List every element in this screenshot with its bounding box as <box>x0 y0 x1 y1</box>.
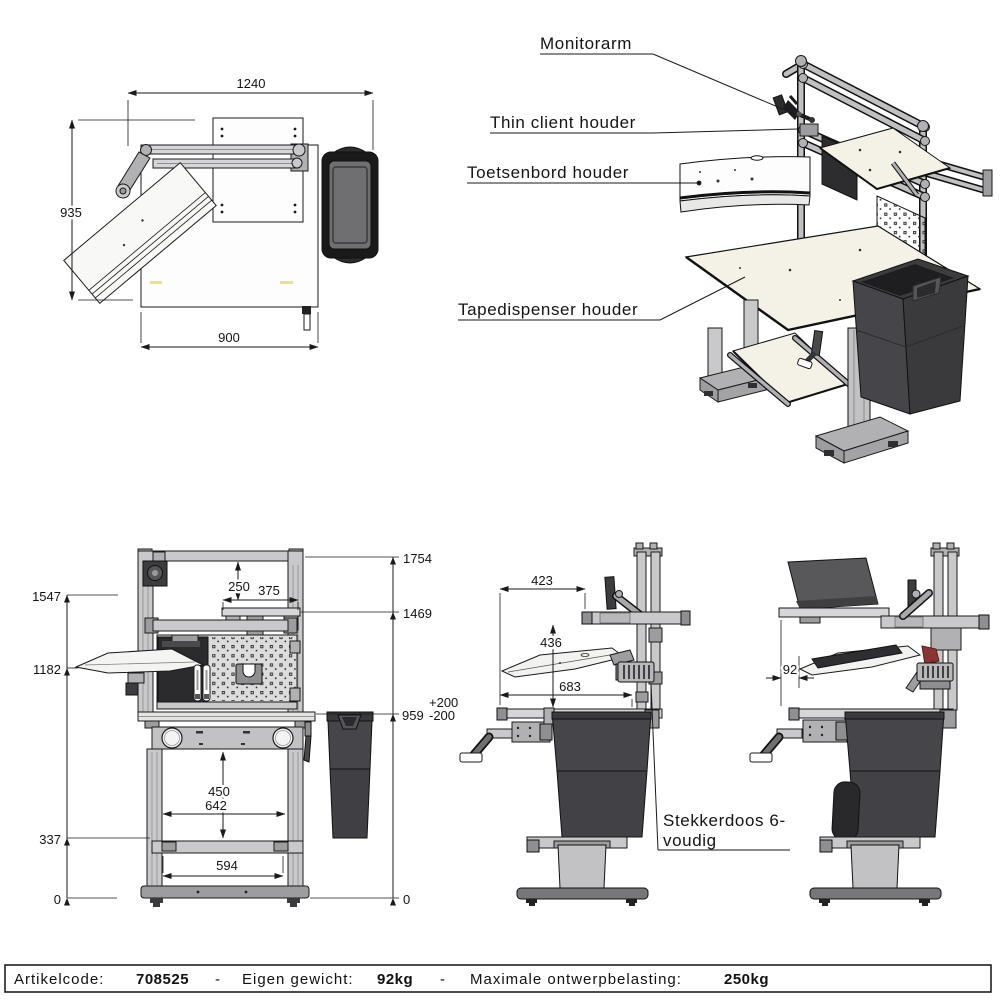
dim-1469: 1469 <box>403 606 432 621</box>
rail-end-plate <box>982 169 993 197</box>
title-bar-frame <box>4 964 992 993</box>
dim-900: 900 <box>218 330 240 345</box>
knob <box>302 306 311 314</box>
tape-gun <box>921 645 940 666</box>
post-slider <box>930 627 962 651</box>
waste-bin-iso <box>851 258 970 415</box>
crank-handle-iso <box>797 329 824 370</box>
label-monitorarm: Monitorarm <box>540 34 632 53</box>
keyboard-holder <box>679 155 811 213</box>
side-bracket <box>304 721 312 737</box>
dim-0-right: 0 <box>403 892 410 907</box>
arm-joint <box>292 143 306 157</box>
dim-423: 423 <box>531 573 553 588</box>
surface-screws <box>739 248 907 301</box>
dim-683: 683 <box>559 679 581 694</box>
lift-column <box>557 844 607 889</box>
base-foot <box>809 887 942 900</box>
dim-1547: 1547 <box>32 589 61 604</box>
front-view: 250 375 450 642 594 1547 1182 337 0 <box>32 548 458 907</box>
dim-375: 375 <box>258 583 280 598</box>
waste-bin-front <box>326 711 374 839</box>
grommet <box>272 727 294 749</box>
gewicht-label: Eigen gewicht: <box>242 971 354 988</box>
tape-mark <box>280 281 293 284</box>
thin-client-bracket <box>799 123 819 137</box>
post <box>636 551 647 711</box>
front-leg <box>707 327 723 381</box>
dim-337: 337 <box>39 832 61 847</box>
dim-1240: 1240 <box>237 76 266 91</box>
label-stekkerdoos-line1: Stekkerdoos 6- <box>663 811 786 830</box>
lower-crossbar <box>151 840 304 854</box>
label-toetsenbord: Toetsenbord houder <box>467 163 629 182</box>
monitor-shelf <box>778 607 890 618</box>
dim-935: 935 <box>60 205 82 220</box>
power-strip <box>617 661 655 683</box>
separator: - <box>440 971 446 988</box>
height-chain-right: 1754 1469 +200 959 -200 0 <box>301 551 458 907</box>
dim-642: 642 <box>205 798 227 813</box>
title-bar: Artikelcode: 708525 - Eigen gewicht: 92k… <box>4 964 992 993</box>
lift-column <box>850 844 900 889</box>
keyboard-tray-top <box>63 161 217 305</box>
separator: - <box>215 971 221 988</box>
top-view: 1240 935 900 <box>58 76 379 350</box>
leg-right <box>287 748 304 889</box>
base-bar <box>140 885 310 899</box>
base-foot <box>516 887 649 900</box>
arm-rail <box>582 611 690 625</box>
side-view-crank: 423 436 683 Stekkerdoos 6- voudig <box>459 542 790 906</box>
artikelcode-label: Artikelcode: <box>14 971 104 988</box>
dim-594: 594 <box>216 858 238 873</box>
dim-959: 959 <box>402 708 424 723</box>
leg-left <box>146 748 163 889</box>
dim-0-left: 0 <box>54 892 61 907</box>
monitor-plate <box>212 117 304 223</box>
dim-450: 450 <box>208 784 230 799</box>
belasting-value: 250kg <box>724 971 769 988</box>
dim-92: 92 <box>783 662 797 677</box>
artikelcode-value: 708525 <box>136 971 189 988</box>
swivel-tray <box>74 648 205 674</box>
dim-tol-plus: +200 <box>429 695 458 710</box>
dim-250: 250 <box>228 579 250 594</box>
belasting-label: Maximale ontwerpbelasting: <box>470 971 682 988</box>
hanging-pouch <box>831 781 861 841</box>
gewicht-value: 92kg <box>377 971 413 988</box>
grommet <box>161 727 183 749</box>
side-view-monitor: 92 <box>749 542 990 906</box>
crank-handle-side <box>749 728 803 763</box>
dim-tol-minus: -200 <box>429 708 455 723</box>
dim-1754: 1754 <box>403 551 432 566</box>
frame-beam <box>152 619 289 632</box>
client-shelf <box>221 607 301 617</box>
label-stekkerdoos-line2: voudig <box>663 831 717 850</box>
dim-1182: 1182 <box>33 662 61 677</box>
plate-screws <box>220 127 297 214</box>
frame-joints <box>795 55 930 202</box>
waste-bin-side <box>844 711 945 838</box>
iso-callouts: Monitorarm Thin client houder Toetsenbor… <box>458 34 799 321</box>
isometric-view: Monitorarm Thin client houder Toetsenbor… <box>458 34 993 464</box>
waste-bin-side <box>551 711 652 838</box>
height-chain-left: 1547 1182 337 0 <box>32 589 150 907</box>
apron-panel <box>151 726 304 750</box>
arm-joint <box>291 157 303 169</box>
dim-436: 436 <box>540 635 562 650</box>
monitor-arm-iso <box>772 94 815 123</box>
crank-handle-side <box>459 728 513 763</box>
keyboard <box>811 644 903 669</box>
tape-mark <box>150 281 162 284</box>
label-tapedispenser: Tapedispenser houder <box>458 300 638 319</box>
label-thin-client: Thin client houder <box>490 113 636 132</box>
stekkerdoos-callout: Stekkerdoos 6- voudig <box>650 683 790 851</box>
